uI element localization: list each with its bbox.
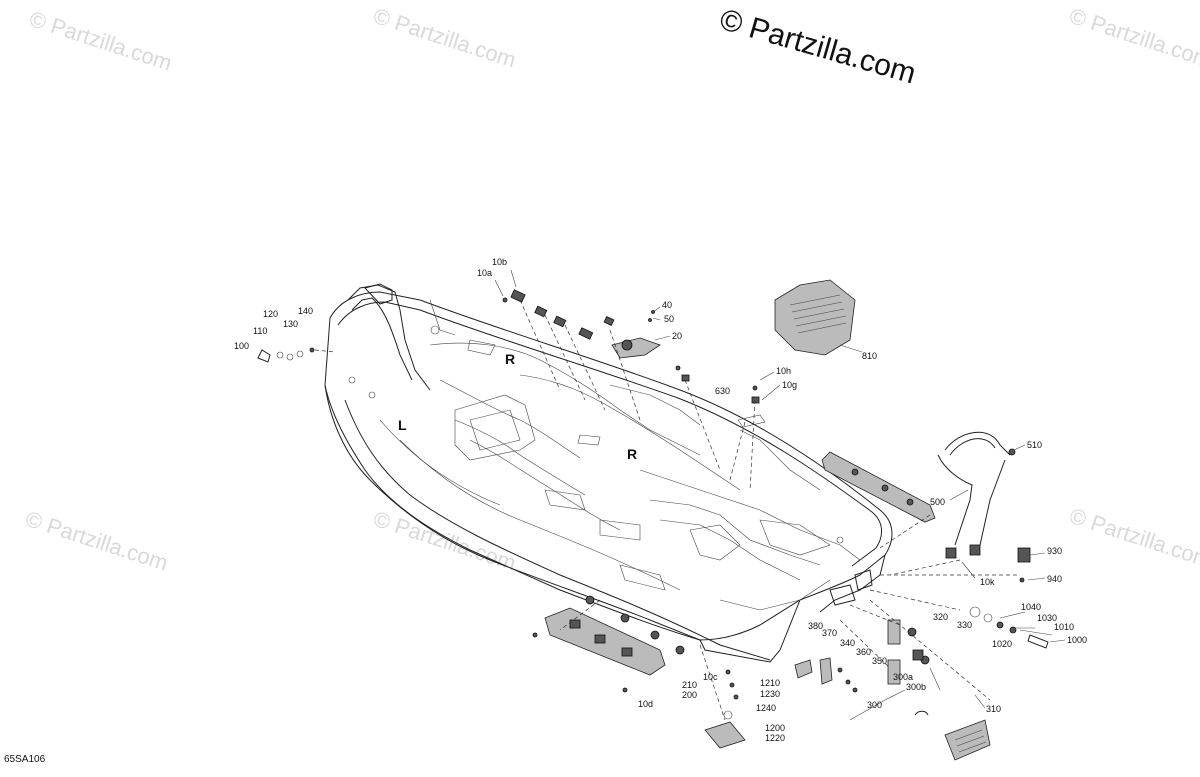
callout-300[interactable]: 300	[867, 700, 882, 710]
callout-10c[interactable]: 10c	[703, 672, 718, 682]
callout-300a[interactable]: 300a	[893, 672, 913, 682]
callout-10a[interactable]: 10a	[477, 268, 492, 278]
callout-320[interactable]: 320	[933, 612, 948, 622]
callout-360[interactable]: 360	[856, 647, 871, 657]
callout-1220[interactable]: 1220	[765, 733, 785, 743]
callout-10k[interactable]: 10k	[980, 577, 995, 587]
callout-810[interactable]: 810	[862, 351, 877, 361]
callout-labels: 10b 10a 40 50 20 140 120 130 110 100 810…	[234, 257, 1087, 743]
callout-1240[interactable]: 1240	[756, 703, 776, 713]
callout-10b[interactable]: 10b	[492, 257, 507, 267]
copyright-text: © Partzilla.com	[716, 3, 919, 90]
watermark: © Partzilla.com	[370, 3, 519, 73]
callout-350[interactable]: 350	[872, 656, 887, 666]
callout-1030[interactable]: 1030	[1037, 613, 1057, 623]
callout-930[interactable]: 930	[1047, 546, 1062, 556]
callout-1000[interactable]: 1000	[1067, 635, 1087, 645]
callout-510[interactable]: 510	[1027, 440, 1042, 450]
bracket-part	[611, 310, 661, 359]
callout-340[interactable]: 340	[840, 638, 855, 648]
callout-40[interactable]: 40	[662, 300, 672, 310]
intake-grate	[532, 595, 685, 693]
part-1200	[704, 669, 746, 749]
callout-370[interactable]: 370	[822, 628, 837, 638]
callout-130[interactable]: 130	[283, 319, 298, 329]
callout-1010[interactable]: 1010	[1054, 622, 1074, 632]
module-810	[774, 279, 856, 356]
callout-50[interactable]: 50	[664, 314, 674, 324]
callout-1020[interactable]: 1020	[992, 639, 1012, 649]
callout-330[interactable]: 330	[957, 620, 972, 630]
callout-380[interactable]: 380	[808, 621, 823, 631]
leader-lines	[314, 299, 1020, 721]
clip-group	[502, 289, 615, 340]
callout-500[interactable]: 500	[930, 497, 945, 507]
callout-ticks	[494, 269, 1066, 721]
callout-20[interactable]: 20	[672, 331, 682, 341]
callout-120[interactable]: 120	[263, 309, 278, 319]
callout-1200[interactable]: 1200	[765, 723, 785, 733]
callout-1210[interactable]: 1210	[760, 678, 780, 688]
watermark: © Partzilla.com	[1066, 503, 1200, 573]
callout-210[interactable]: 210	[682, 680, 697, 690]
callout-310[interactable]: 310	[986, 704, 1001, 714]
hose-500	[937, 431, 1016, 559]
side-bar	[821, 451, 936, 523]
pump-fittings	[794, 619, 930, 716]
grate-310	[944, 719, 991, 761]
watermark: © Partzilla.com	[1066, 3, 1200, 73]
callout-300b[interactable]: 300b	[906, 682, 926, 692]
callout-10g[interactable]: 10g	[782, 380, 797, 390]
callout-10h[interactable]: 10h	[776, 366, 791, 376]
callout-200[interactable]: 200	[682, 690, 697, 700]
callout-140[interactable]: 140	[298, 306, 313, 316]
callout-940[interactable]: 940	[1047, 574, 1062, 584]
hardware-stack	[257, 347, 315, 363]
callout-1040[interactable]: 1040	[1021, 602, 1041, 612]
clips-10h	[675, 365, 766, 428]
callout-110[interactable]: 110	[253, 326, 267, 336]
drain-plug-set	[969, 606, 1049, 649]
watermark: © Partzilla.com	[26, 6, 175, 76]
callout-630[interactable]: 630	[715, 386, 730, 396]
part-930	[1017, 547, 1031, 583]
callout-100[interactable]: 100	[234, 341, 249, 351]
hull-marking: R	[505, 351, 515, 367]
hull-body: R R L	[324, 283, 893, 663]
figure-id: 65SA106	[4, 754, 46, 765]
hull-marking: L	[398, 417, 407, 433]
callout-1230[interactable]: 1230	[760, 689, 780, 699]
hull-marking: R	[627, 446, 637, 462]
watermark: © Partzilla.com	[22, 506, 171, 576]
watermark: © Partzilla.com	[370, 506, 519, 576]
callout-10d[interactable]: 10d	[638, 699, 653, 709]
watermarks: © Partzilla.com © Partzilla.com © Partzi…	[22, 3, 1200, 576]
